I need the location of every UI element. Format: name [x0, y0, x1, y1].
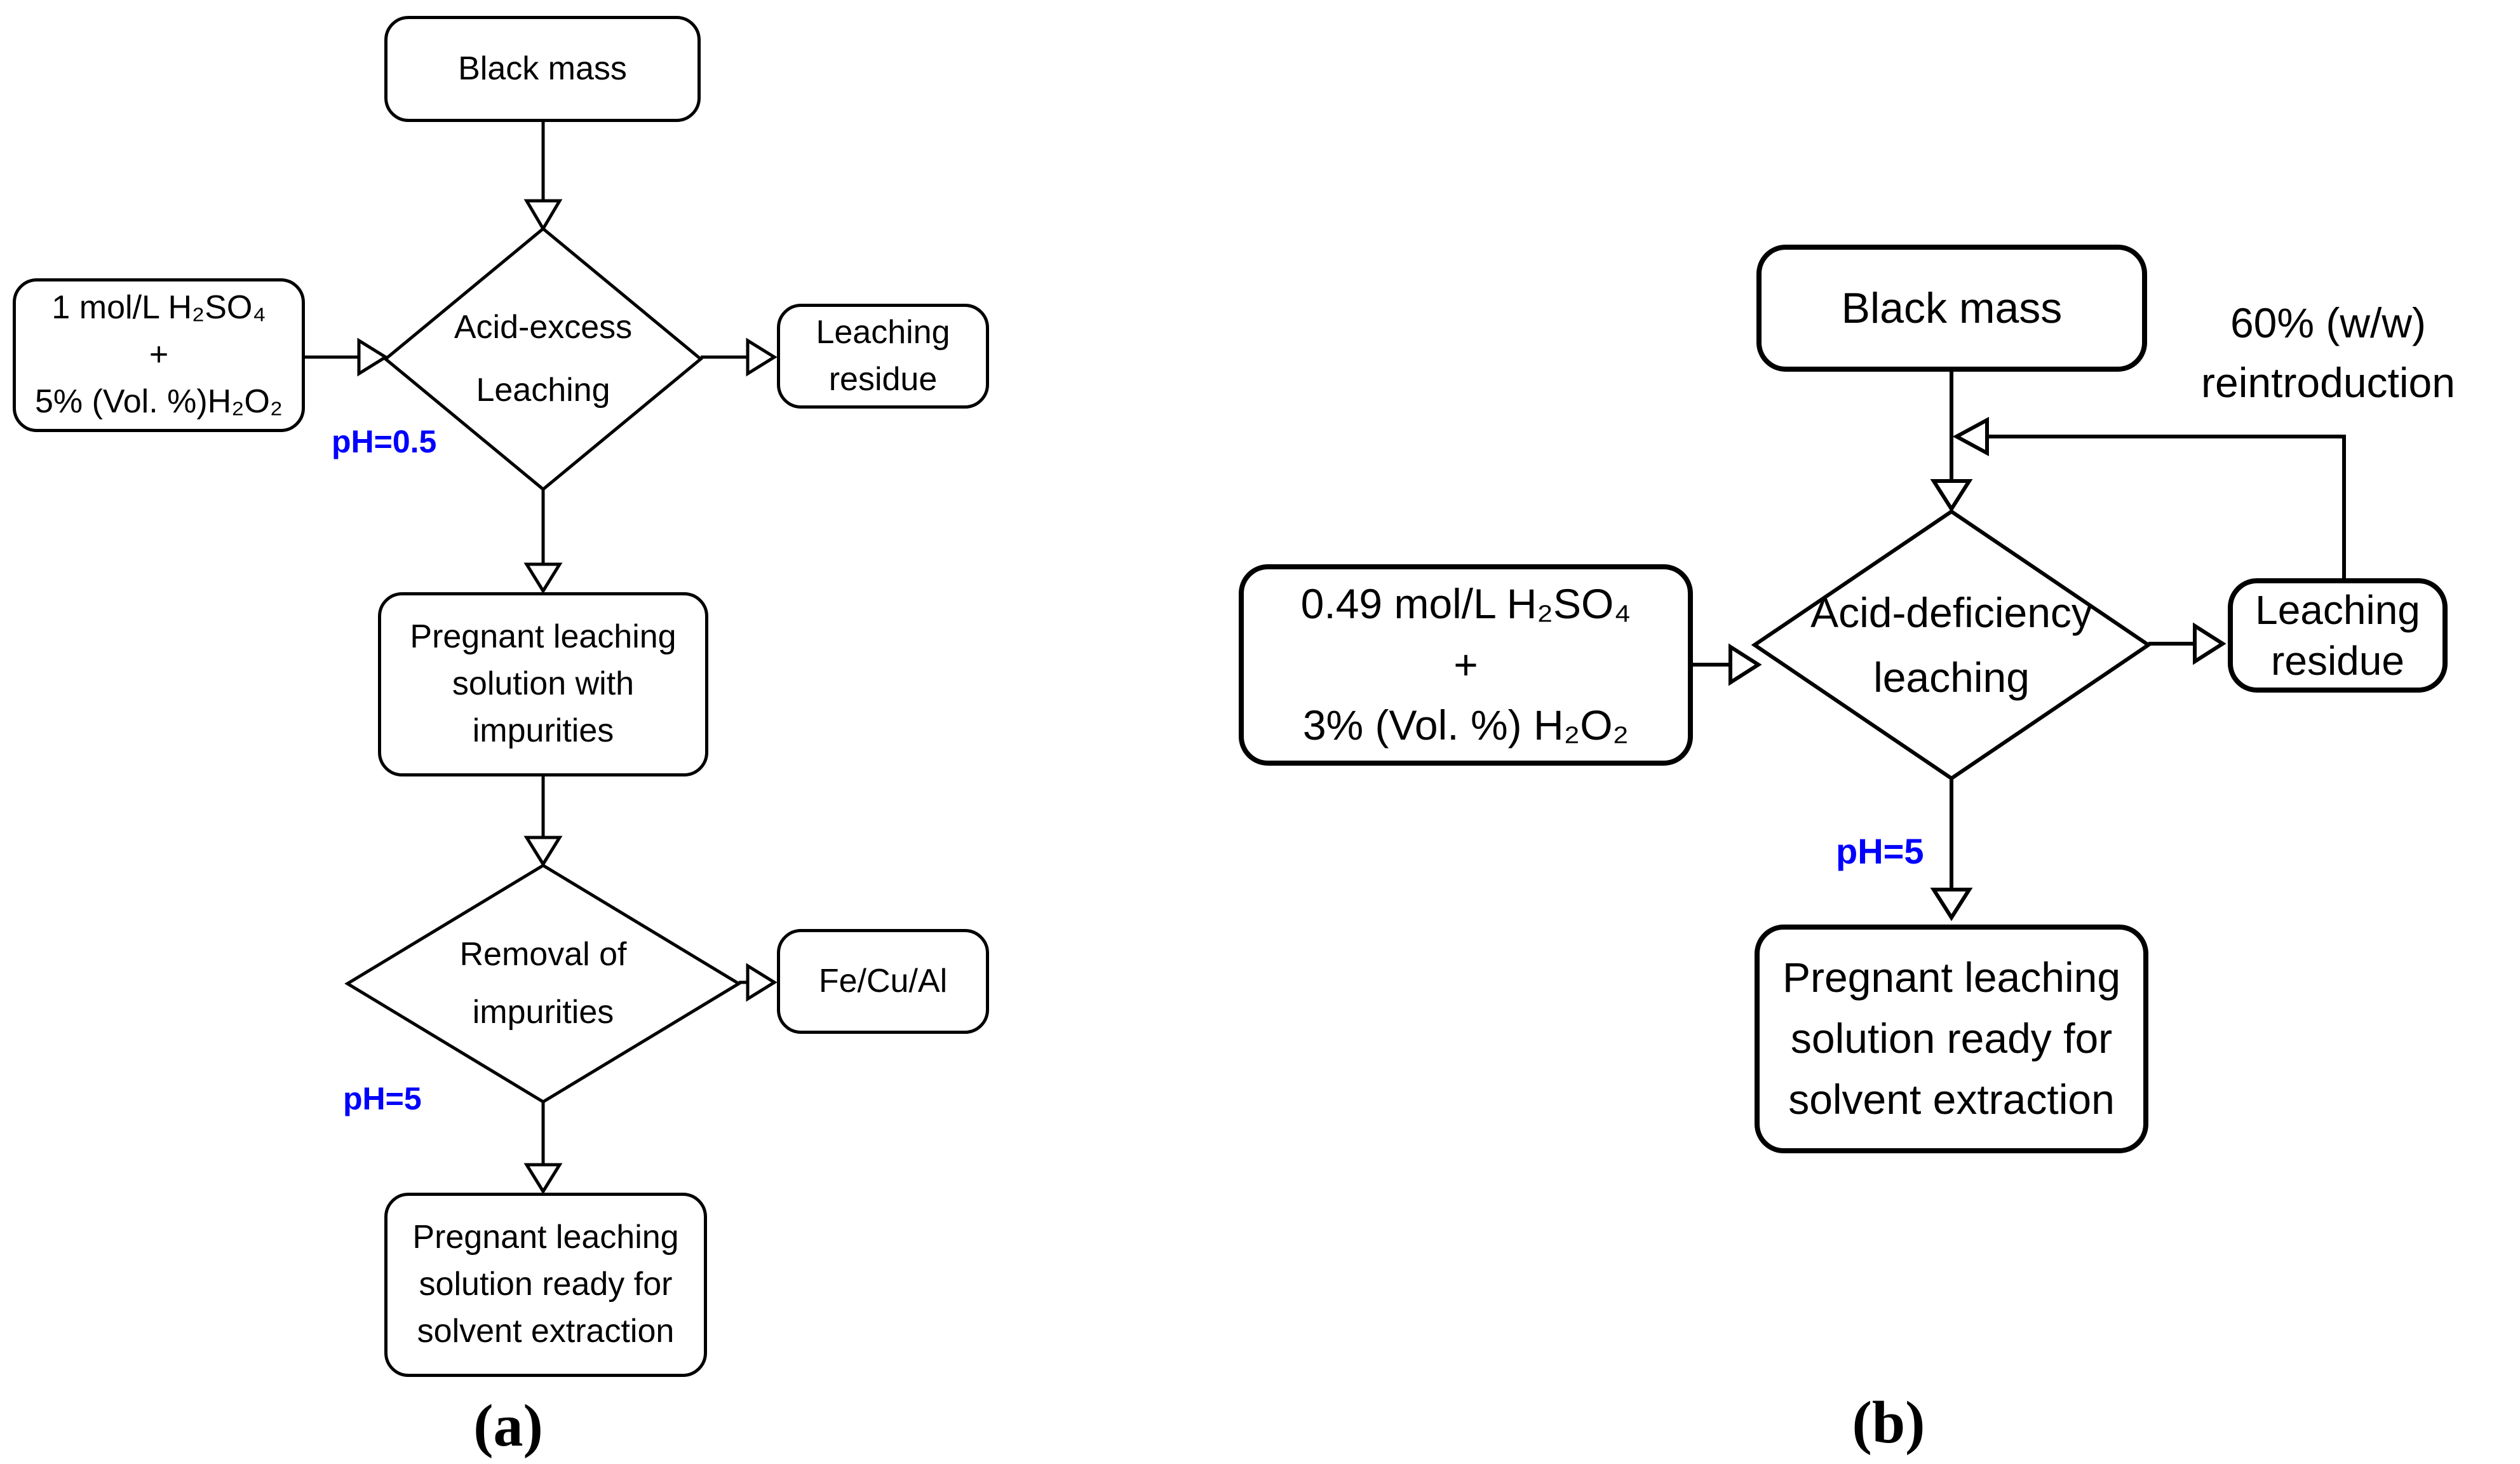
- arrowhead-down-icon: [523, 836, 563, 867]
- arrowhead-down-icon: [523, 562, 563, 594]
- label-a-removal-of-impurities: Removal of impurities: [459, 936, 627, 1031]
- ph-label-b-leaching: pH=5: [1836, 831, 1924, 871]
- panel-b-wires: [1693, 372, 2346, 921]
- arrowhead-down-icon: [1930, 479, 1973, 513]
- panel-a-wires: [305, 122, 778, 1195]
- arrowhead-right-icon: [746, 963, 778, 1002]
- node-b-black-mass: Black mass: [1756, 245, 2147, 372]
- label-b-reintroduction: 60% (w/w) reintroduction: [2201, 299, 2455, 406]
- ph-label-a-removal: pH=5: [343, 1081, 422, 1116]
- arrowhead-right-icon: [2193, 622, 2227, 665]
- node-a-reagent: 1 mol/L H₂SO₄ + 5% (Vol. %)H₂O₂: [13, 278, 305, 432]
- node-b-reagent: 0.49 mol/L H₂SO₄ + 3% (Vol. %) H₂O₂: [1239, 564, 1693, 766]
- arrowhead-down-icon: [523, 199, 563, 232]
- node-b-leaching-residue: Leaching residue: [2228, 578, 2448, 693]
- arrowhead-right-icon: [357, 337, 389, 377]
- caption-panel-b: (b): [1852, 1390, 1925, 1456]
- arrowhead-down-icon: [1930, 888, 1973, 921]
- label-b-acid-deficiency-leaching: Acid-deficiency leaching: [1810, 588, 2092, 701]
- arrowhead-left-icon: [1952, 416, 1989, 457]
- node-a-pls-ready: Pregnant leaching solution ready for sol…: [384, 1193, 707, 1377]
- node-b-pls-ready: Pregnant leaching solution ready for sol…: [1755, 925, 2148, 1153]
- arrowhead-right-icon: [1728, 643, 1762, 686]
- arrowhead-right-icon: [746, 337, 778, 377]
- node-a-leaching-residue: Leaching residue: [777, 304, 989, 409]
- node-a-fe-cu-al: Fe/Cu/Al: [777, 929, 989, 1034]
- label-a-acid-excess-leaching: Acid-excess Leaching: [454, 309, 633, 409]
- caption-panel-a: (a): [473, 1393, 543, 1459]
- node-a-pls-impurities: Pregnant leaching solution with impuriti…: [378, 592, 708, 776]
- node-a-black-mass: Black mass: [384, 16, 701, 122]
- ph-label-a-leaching: pH=0.5: [332, 424, 437, 459]
- arrowhead-down-icon: [523, 1163, 563, 1195]
